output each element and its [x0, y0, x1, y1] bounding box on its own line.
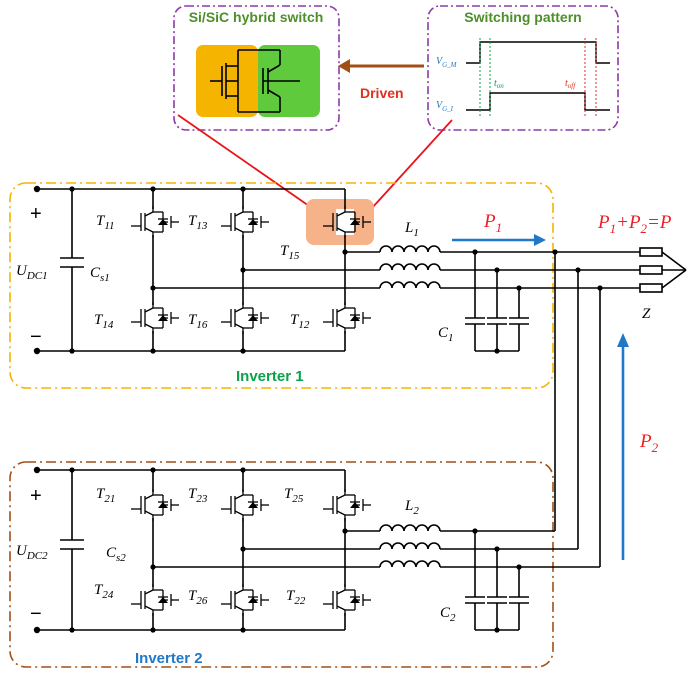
svg-text:UDC2: UDC2 [16, 543, 48, 562]
cap1-label: C [438, 325, 449, 341]
svg-text:C1: C1 [438, 325, 454, 344]
label-T23: T23 [188, 486, 208, 505]
label-T16: T16 [188, 312, 208, 331]
switch-T13 [221, 206, 269, 238]
svg-text:VG_I: VG_I [436, 100, 454, 113]
svg-text:P1: P1 [483, 211, 502, 235]
switch-T14 [131, 302, 179, 334]
label-T15: T15 [280, 243, 300, 262]
svg-text:VG_M: VG_M [436, 56, 458, 69]
inverter2-label: Inverter 2 [135, 650, 203, 667]
switch-T21 [131, 489, 179, 521]
inverter2-minus: − [30, 603, 42, 625]
gate-signal-m [466, 41, 610, 64]
gate-signal-i [466, 92, 610, 111]
switch-T26 [221, 584, 269, 616]
svg-text:C2: C2 [440, 605, 456, 624]
p1-label: P [483, 211, 496, 232]
t-off-label: t [565, 78, 568, 89]
inverter2-wiring [37, 469, 380, 631]
signal-i-label: V [436, 100, 444, 111]
t-on-label: t [494, 78, 497, 89]
inverter1-label: Inverter 1 [236, 368, 304, 385]
popup-switching-pattern: Switching pattern VG_M VG_I ton toff [427, 5, 619, 131]
inverter2-dc-label: U [16, 543, 28, 559]
load-z-label: Z [642, 306, 651, 322]
inductor1-label: L [404, 220, 413, 236]
svg-text:toff: toff [565, 78, 576, 90]
p2-label: P [639, 431, 652, 452]
inverter1-inductors [379, 245, 640, 352]
callout-line-right [371, 119, 453, 209]
label-T25: T25 [284, 486, 304, 505]
inverter2-box [9, 461, 554, 668]
label-T12: T12 [290, 312, 310, 331]
switch-T24 [131, 584, 179, 616]
svg-text:Cs2: Cs2 [106, 545, 126, 564]
label-T13: T13 [188, 213, 208, 232]
inverter2-plus: + [30, 485, 42, 507]
switch-T12 [323, 302, 371, 334]
label-T24: T24 [94, 582, 114, 601]
driven-label: Driven [360, 85, 404, 101]
inverter2-inductors [379, 252, 601, 631]
switch-T16 [221, 302, 269, 334]
label-T14: T14 [94, 312, 114, 331]
svg-text:L2: L2 [404, 498, 419, 517]
switch-T23 [221, 489, 269, 521]
callout-line-left [177, 114, 313, 209]
label-T26: T26 [188, 588, 208, 607]
popup-pattern-title: Switching pattern [464, 9, 581, 25]
svg-text:P2: P2 [639, 431, 659, 455]
svg-text:ton: ton [494, 78, 504, 90]
inverter1-box [9, 182, 554, 389]
switch-T25 [323, 489, 371, 521]
inductor2-label: L [404, 498, 413, 514]
inverter1-dc-label: U [16, 263, 28, 279]
switch-T22 [323, 584, 371, 616]
signal-m-label: V [436, 56, 444, 67]
label-T21: T21 [96, 486, 115, 505]
popup-hybrid-title: Si/SiC hybrid switch [189, 9, 324, 25]
inverter2-cs-label: C [106, 545, 117, 561]
cap2-label: C [440, 605, 451, 621]
switch-T11 [131, 206, 179, 238]
svg-text:L1: L1 [404, 220, 419, 239]
svg-text:Cs1: Cs1 [90, 265, 110, 284]
switch-T15 [323, 206, 371, 238]
label-T11: T11 [96, 213, 115, 232]
inverter1-minus: − [30, 326, 42, 348]
svg-text:P1+P2=P: P1+P2=P [597, 212, 672, 236]
popup-hybrid-switch: Si/SiC hybrid switch [173, 5, 340, 131]
svg-text:UDC1: UDC1 [16, 263, 48, 282]
label-T22: T22 [286, 588, 306, 607]
inverter1-cs-label: C [90, 265, 101, 281]
sum-p1: P [597, 212, 610, 233]
inverter1-plus: + [30, 203, 42, 225]
load-resistors [639, 247, 687, 293]
